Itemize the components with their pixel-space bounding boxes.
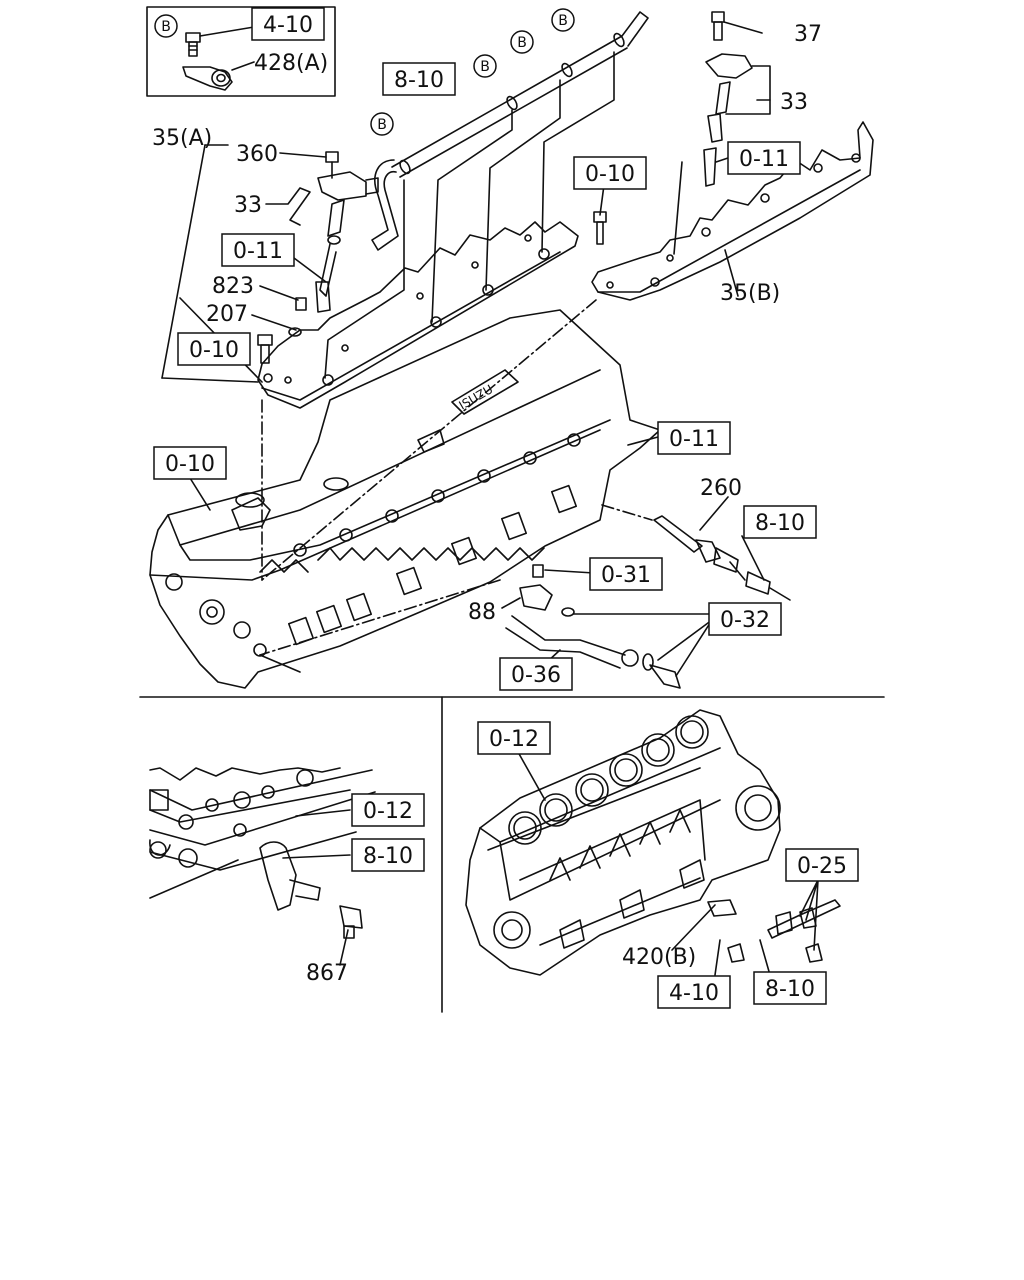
right-connector-assembly bbox=[593, 11, 753, 245]
part-260: 260 bbox=[700, 476, 742, 501]
ref-0-11-head: 0-11 bbox=[669, 427, 719, 452]
fitting-88 bbox=[519, 564, 575, 617]
inset-bolt bbox=[185, 32, 201, 57]
ref-0-31: 0-31 bbox=[601, 563, 651, 588]
part-428a: 428(A) bbox=[254, 51, 328, 76]
ref-0-10-mid: 0-10 bbox=[585, 162, 635, 187]
block-sensor bbox=[707, 899, 841, 963]
ref-0-36: 0-36 bbox=[511, 663, 561, 688]
ref-8-10-bottom: 8-10 bbox=[765, 977, 815, 1002]
part-867: 867 bbox=[306, 961, 348, 986]
b-marker-2: B bbox=[480, 59, 490, 75]
part-207: 207 bbox=[206, 302, 248, 327]
inset-box bbox=[146, 6, 336, 97]
ref-4-10-bottom: 4-10 bbox=[669, 981, 719, 1006]
part-823: 823 bbox=[212, 274, 254, 299]
part-33-right: 33 bbox=[780, 90, 808, 115]
ref-8-10-sensor: 8-10 bbox=[755, 511, 805, 536]
part-360: 360 bbox=[236, 142, 278, 167]
part-88: 88 bbox=[468, 600, 496, 625]
b-marker-1: B bbox=[377, 117, 387, 133]
ref-8-10-top: 8-10 bbox=[394, 68, 444, 93]
part-420b: 420(B) bbox=[622, 945, 696, 970]
harness-35a bbox=[257, 221, 579, 409]
top-harness-pipe bbox=[371, 11, 649, 251]
b-marker-inset: B bbox=[161, 19, 171, 35]
ref-0-12-left: 0-12 bbox=[363, 799, 413, 824]
ref-8-10-left: 8-10 bbox=[363, 844, 413, 869]
ref-0-12-right: 0-12 bbox=[489, 727, 539, 752]
engine-block bbox=[465, 709, 781, 976]
b-marker-4: B bbox=[558, 13, 568, 29]
b-marker-3: B bbox=[517, 35, 527, 51]
part-37: 37 bbox=[794, 22, 822, 47]
ref-0-25: 0-25 bbox=[797, 854, 847, 879]
harness-35b bbox=[591, 121, 874, 301]
ref-4-10-inset: 4-10 bbox=[263, 13, 313, 38]
left-connector-assembly bbox=[257, 151, 379, 364]
part-35b: 35(B) bbox=[720, 281, 780, 306]
ref-0-10-head: 0-10 bbox=[165, 452, 215, 477]
part-33-left: 33 bbox=[234, 193, 262, 218]
ref-0-10-left: 0-10 bbox=[189, 338, 239, 363]
bottom-left-detail bbox=[149, 767, 376, 939]
inset-clip bbox=[182, 66, 233, 91]
cylinder-head: ISUZU bbox=[149, 309, 661, 689]
sensor-260 bbox=[653, 515, 791, 601]
ref-0-32: 0-32 bbox=[720, 608, 770, 633]
ref-0-11-left: 0-11 bbox=[233, 239, 283, 264]
part-35a: 35(A) bbox=[152, 126, 212, 151]
ref-0-11-right: 0-11 bbox=[739, 147, 789, 172]
